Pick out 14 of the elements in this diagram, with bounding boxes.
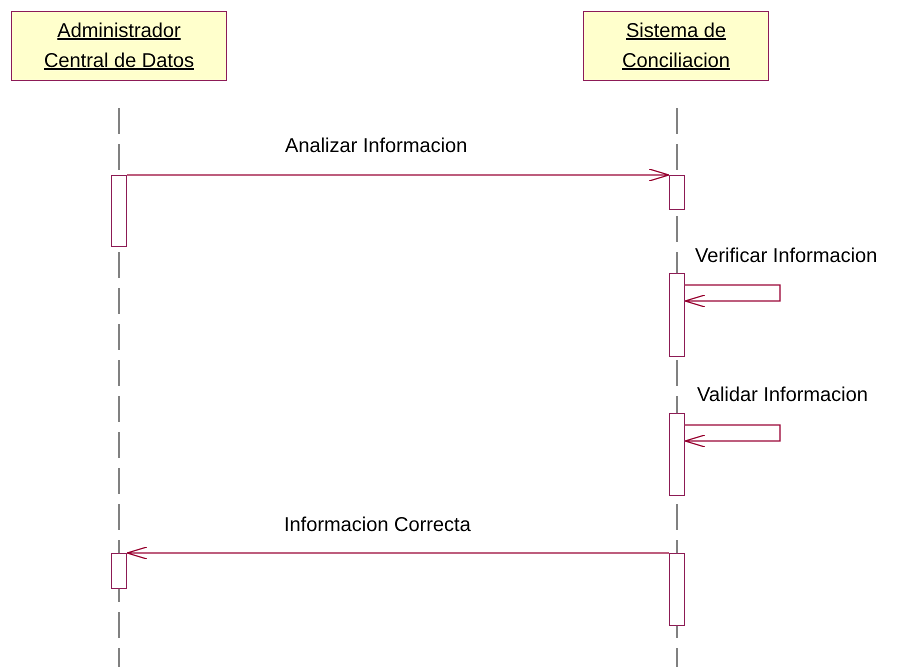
activation-bar bbox=[669, 273, 685, 357]
activation-bar bbox=[111, 175, 127, 247]
participant-name: Administrador Central de Datos bbox=[42, 19, 196, 74]
message-arrow bbox=[684, 424, 781, 448]
lifeline-head-box bbox=[583, 11, 769, 81]
activation-bar bbox=[111, 553, 127, 589]
participant-name: Sistema de Conciliacion bbox=[621, 19, 731, 74]
message-arrow bbox=[684, 284, 781, 308]
message-arrow bbox=[126, 546, 669, 560]
activation-bar bbox=[669, 413, 685, 496]
message-arrow bbox=[127, 168, 670, 182]
activation-bar bbox=[669, 175, 685, 210]
lifeline-head-box bbox=[11, 11, 227, 81]
activation-bar bbox=[669, 553, 685, 626]
